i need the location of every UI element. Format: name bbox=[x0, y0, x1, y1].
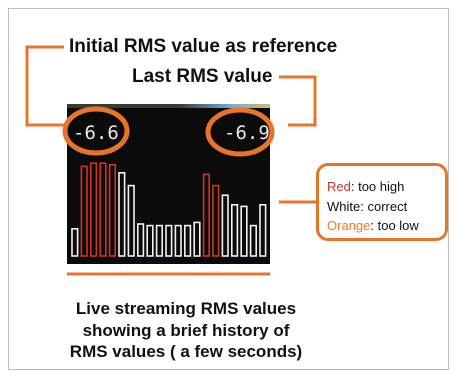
initial-rms-highlight-ring bbox=[62, 106, 130, 156]
rms-bar-too-high bbox=[212, 184, 220, 257]
rms-history-bars bbox=[71, 162, 267, 257]
rms-bar-correct bbox=[249, 224, 258, 257]
history-caption: Live streaming RMS values showing a brie… bbox=[27, 298, 345, 363]
last-rms-highlight-ring bbox=[205, 107, 275, 157]
last-rms-label: Last RMS value bbox=[132, 66, 273, 87]
rms-bar-too-high bbox=[89, 162, 98, 257]
rms-bar-too-high bbox=[80, 165, 88, 257]
initial-rms-readout: -6.6 bbox=[73, 122, 119, 144]
rms-bar-correct bbox=[193, 221, 201, 257]
initial-rms-callout-line bbox=[25, 45, 66, 127]
rms-bar-correct bbox=[231, 204, 239, 257]
legend-desc-red: : too high bbox=[350, 179, 405, 194]
rms-bar-correct bbox=[71, 228, 79, 257]
last-rms-readout: -6.9 bbox=[224, 122, 270, 144]
history-caption-line-2: showing a brief history of bbox=[82, 320, 290, 340]
rms-bar-correct bbox=[118, 172, 126, 257]
rms-bar-correct bbox=[174, 224, 182, 257]
rms-bar-correct bbox=[127, 184, 135, 257]
meter-screen: -6.6 -6.9 bbox=[67, 104, 270, 264]
legend-key-orange: Orange bbox=[327, 218, 371, 233]
rms-bar-correct bbox=[155, 224, 163, 257]
legend-key-white: White bbox=[327, 198, 361, 214]
history-caption-line-1: Live streaming RMS values bbox=[75, 299, 297, 318]
rms-bar-correct bbox=[240, 205, 248, 257]
figure-frame bbox=[8, 8, 449, 370]
rms-bar-correct bbox=[259, 204, 267, 257]
initial-rms-label: Initial RMS value as reference bbox=[69, 36, 338, 57]
screen-top-strip bbox=[67, 104, 270, 108]
last-rms-callout-line bbox=[279, 75, 317, 127]
legend-item-orange: Orange: too low bbox=[327, 216, 445, 236]
rms-bar-correct bbox=[184, 224, 192, 257]
rms-bar-too-high bbox=[99, 162, 107, 257]
rms-bar-correct bbox=[221, 194, 229, 257]
rms-bar-correct bbox=[146, 224, 154, 257]
rms-bar-too-high bbox=[202, 173, 211, 257]
legend-desc-white: : correct bbox=[360, 198, 408, 214]
color-legend: Red: too high White: correct Orange: too… bbox=[316, 163, 448, 241]
rms-bar-too-high bbox=[108, 163, 116, 257]
rms-bar-correct bbox=[137, 223, 145, 257]
rms-bar-correct bbox=[165, 224, 173, 257]
legend-key-red: Red bbox=[327, 179, 351, 194]
legend-item-white: White: correct bbox=[327, 197, 445, 217]
legend-item-red: Red: too high bbox=[327, 177, 445, 197]
legend-desc-orange: : too low bbox=[370, 218, 419, 233]
history-caption-line-3: RMS values ( a few seconds) bbox=[69, 342, 303, 361]
